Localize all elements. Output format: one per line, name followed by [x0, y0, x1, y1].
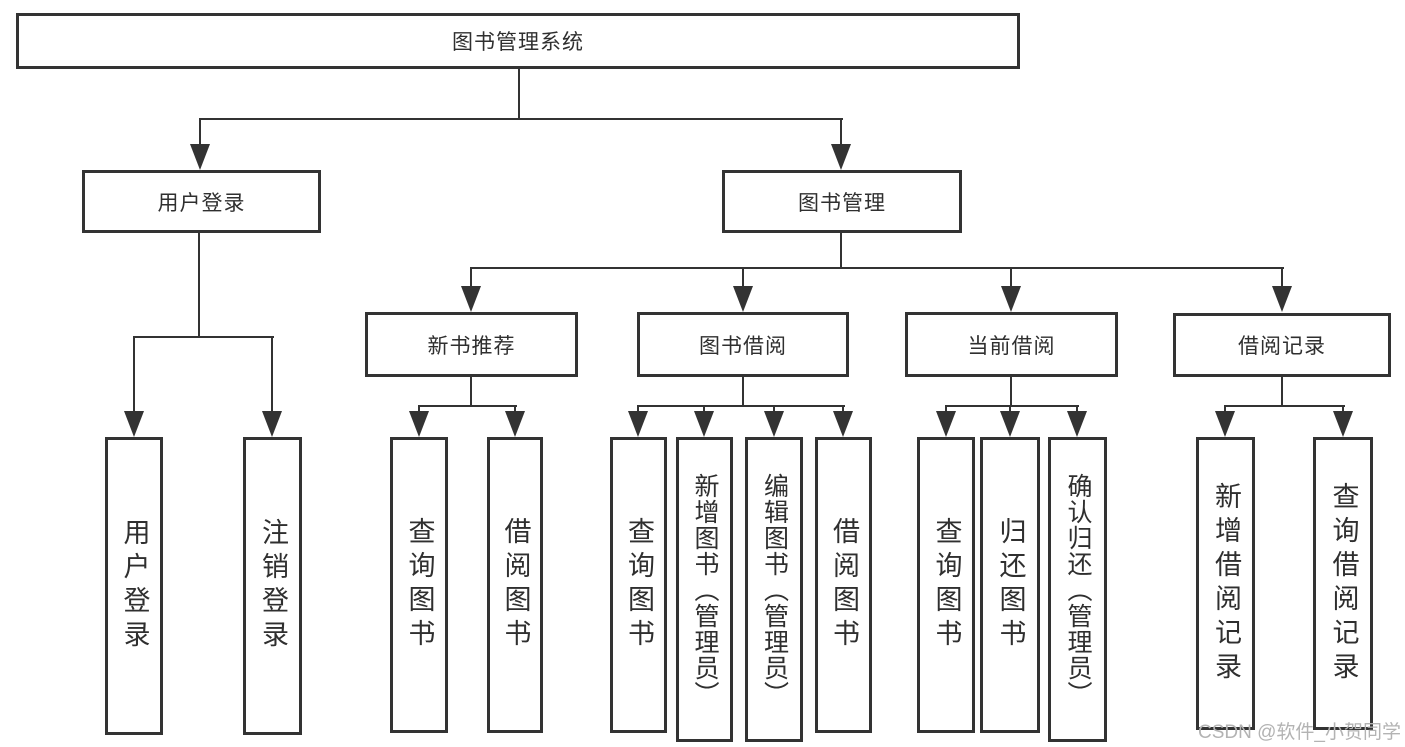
arrow-down-icon [733, 286, 753, 312]
node-root: 图书管理系统 [16, 13, 1020, 69]
node-book-management: 图书管理 [722, 170, 962, 233]
arrow-down-icon [461, 286, 481, 312]
connector-line [1010, 268, 1012, 289]
arrow-down-icon [936, 411, 956, 437]
connector-line [518, 69, 520, 119]
arrow-down-icon [262, 411, 282, 437]
arrow-down-icon [628, 411, 648, 437]
arrow-down-icon [1272, 286, 1292, 312]
connector-line [418, 406, 420, 414]
connector-line [842, 406, 844, 414]
connector-line [418, 405, 517, 407]
connector-line [133, 337, 135, 413]
arrow-down-icon [1333, 411, 1353, 437]
arrow-down-icon [124, 411, 144, 437]
node-user-login: 用户登录 [82, 170, 321, 233]
node-current-borrowing: 当前借阅 [905, 312, 1118, 377]
connector-line [271, 337, 273, 413]
connector-line [945, 405, 1079, 407]
connector-line [1281, 377, 1283, 407]
connector-line [1010, 377, 1012, 407]
connector-line [773, 406, 775, 414]
connector-line [1224, 405, 1345, 407]
arrow-down-icon [190, 144, 210, 170]
connector-line [470, 267, 1284, 269]
connector-line [198, 233, 200, 338]
leaf-recommend-query-books: 查询图书 [390, 437, 448, 733]
connector-line [470, 377, 472, 407]
leaf-current-return-books: 归还图书 [980, 437, 1040, 733]
leaf-borrowing-borrow-books: 借阅图书 [815, 437, 872, 733]
leaf-current-query-books: 查询图书 [917, 437, 975, 733]
connector-line [742, 377, 744, 407]
arrow-down-icon [831, 144, 851, 170]
leaf-borrowing-edit-books-admin: 编辑图书（管理员） [745, 437, 803, 742]
leaf-recommend-borrow-books: 借阅图书 [487, 437, 543, 733]
connector-line [1342, 406, 1344, 414]
arrow-down-icon [1215, 411, 1235, 437]
node-book-borrowing: 图书借阅 [637, 312, 849, 377]
connector-line [514, 406, 516, 414]
arrow-down-icon [1000, 411, 1020, 437]
connector-line [703, 406, 705, 414]
connector-line [199, 118, 843, 120]
node-borrowing-records: 借阅记录 [1173, 313, 1391, 377]
leaf-records-add-record: 新增借阅记录 [1196, 437, 1255, 730]
leaf-borrowing-add-books-admin: 新增图书（管理员） [676, 437, 733, 742]
connector-line [840, 119, 842, 147]
arrow-down-icon [764, 411, 784, 437]
connector-line [840, 233, 842, 269]
leaf-user-login: 用户登录 [105, 437, 163, 735]
connector-line [742, 268, 744, 289]
leaf-records-query-record: 查询借阅记录 [1313, 437, 1373, 730]
leaf-borrowing-query-books: 查询图书 [610, 437, 667, 733]
arrow-down-icon [1001, 286, 1021, 312]
csdn-watermark: CSDN @软件_小贺同学 [1198, 722, 1401, 743]
connector-line [637, 406, 639, 414]
arrow-down-icon [409, 411, 429, 437]
connector-line [945, 406, 947, 414]
arrow-down-icon [505, 411, 525, 437]
connector-line [470, 268, 472, 289]
connector-line [1281, 268, 1283, 289]
arrow-down-icon [833, 411, 853, 437]
connector-line [1009, 406, 1011, 414]
arrow-down-icon [694, 411, 714, 437]
connector-line [1076, 406, 1078, 414]
leaf-current-confirm-return-admin: 确认归还（管理员） [1048, 437, 1107, 742]
connector-line [637, 405, 845, 407]
connector-line [1224, 406, 1226, 414]
node-new-book-recommend: 新书推荐 [365, 312, 578, 377]
leaf-logout-login: 注销登录 [243, 437, 302, 735]
connector-line [133, 336, 274, 338]
connector-line [199, 119, 201, 147]
arrow-down-icon [1067, 411, 1087, 437]
